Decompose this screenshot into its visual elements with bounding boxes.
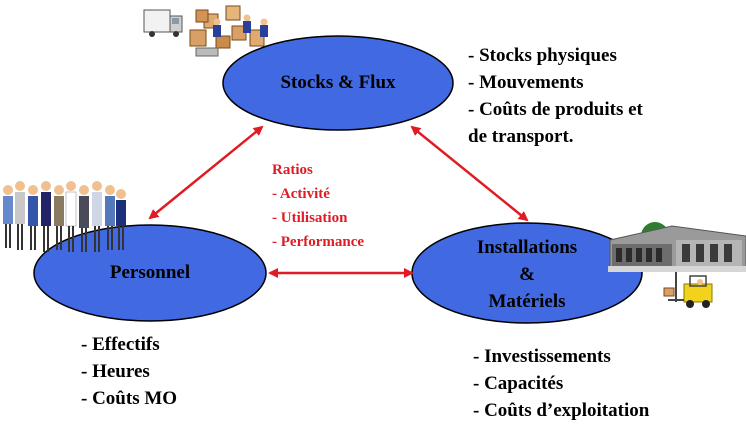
installations-label-line-2: & [519, 264, 535, 285]
list-item: - Coûts de produits et [468, 99, 643, 120]
installations-label: Installations & Matériels [427, 234, 627, 315]
list-item: - Investissements [473, 346, 611, 367]
installations-list: - Investissements - Capacités - Coûts d’… [473, 343, 649, 424]
ratio-item: - Activité [272, 186, 330, 202]
installations-label-line-3: Matériels [488, 291, 566, 312]
ratio-item: - Performance [272, 234, 365, 250]
ratios-block: Ratios - Activité - Utilisation - Perfor… [272, 158, 364, 254]
people-group-icon [3, 181, 126, 252]
arrow-stocks-personnel [148, 125, 264, 220]
list-item: - Coûts MO [81, 388, 178, 409]
ratios-title: Ratios [272, 162, 313, 178]
factory-building-icon [608, 222, 746, 272]
installations-label-line-1: Installations [476, 237, 578, 258]
list-item: - Stocks physiques [468, 45, 617, 66]
warehouse-workers-icon [143, 5, 268, 57]
stocks-list: - Stocks physiques - Mouvements - Coûts … [468, 42, 643, 150]
list-item: - Coûts d’exploitation [473, 400, 650, 421]
stocks-node [222, 35, 454, 131]
arrow-stocks-installations [410, 125, 529, 222]
list-item: - Effectifs [81, 334, 160, 355]
forklift-icon [663, 272, 713, 308]
personnel-label: Personnel [109, 262, 191, 283]
list-item: - Mouvements [468, 72, 584, 93]
ratio-item: - Utilisation [272, 210, 348, 226]
list-item: - Capacités [473, 373, 564, 394]
personnel-node [33, 224, 267, 322]
list-item: - Heures [81, 361, 150, 382]
stocks-label: Stocks & Flux [280, 72, 396, 93]
list-item: de transport. [468, 126, 574, 147]
personnel-list: - Effectifs - Heures - Coûts MO [81, 331, 177, 412]
